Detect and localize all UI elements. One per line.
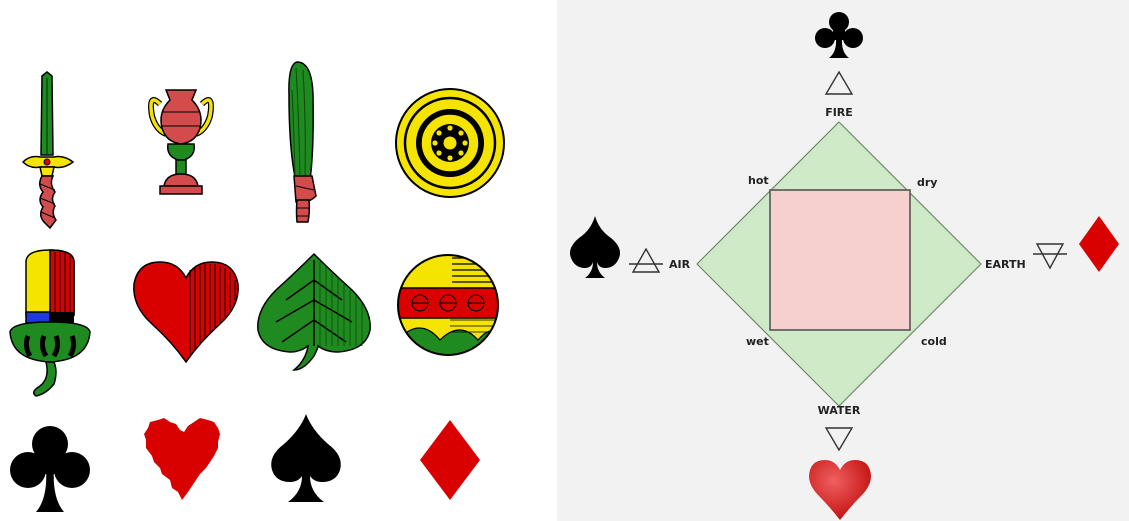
heart-icon (144, 418, 220, 500)
suit-symbols-svg (0, 0, 555, 521)
air-triangle-icon (629, 249, 663, 272)
diamond-icon (1079, 216, 1119, 272)
club-baton-icon (289, 62, 316, 222)
element-label-air: AIR (669, 258, 691, 271)
leaf-icon (258, 254, 370, 370)
club-icon (10, 426, 90, 512)
fire-triangle-icon (826, 72, 852, 94)
heart-icon (809, 460, 871, 520)
cup-icon (151, 90, 211, 194)
spade-icon (570, 216, 620, 278)
quality-label-dry: dry (917, 176, 937, 189)
suit-symbols-panel (0, 0, 555, 521)
earth-triangle-icon (1033, 244, 1067, 268)
sword-icon (23, 72, 73, 228)
coin-icon (396, 89, 504, 197)
quality-label-hot: hot (748, 174, 769, 187)
water-triangle-icon (826, 428, 852, 450)
element-label-fire: FIRE (825, 106, 853, 119)
element-label-earth: EARTH (985, 258, 1026, 271)
quality-label-wet: wet (746, 335, 769, 348)
elements-diagram-svg: FIRE AIR EARTH WATER hot dry wet cold (557, 0, 1129, 521)
club-icon (815, 12, 863, 58)
bell-icon (398, 255, 498, 360)
diamond-icon (420, 420, 480, 500)
elements-diagram-panel: FIRE AIR EARTH WATER hot dry wet cold (557, 0, 1129, 521)
acorn-icon (10, 250, 90, 396)
heart-german-icon (134, 262, 238, 362)
spade-icon (271, 414, 341, 502)
quality-label-cold: cold (921, 335, 947, 348)
qualities-square (770, 190, 910, 330)
element-label-water: WATER (818, 404, 861, 417)
